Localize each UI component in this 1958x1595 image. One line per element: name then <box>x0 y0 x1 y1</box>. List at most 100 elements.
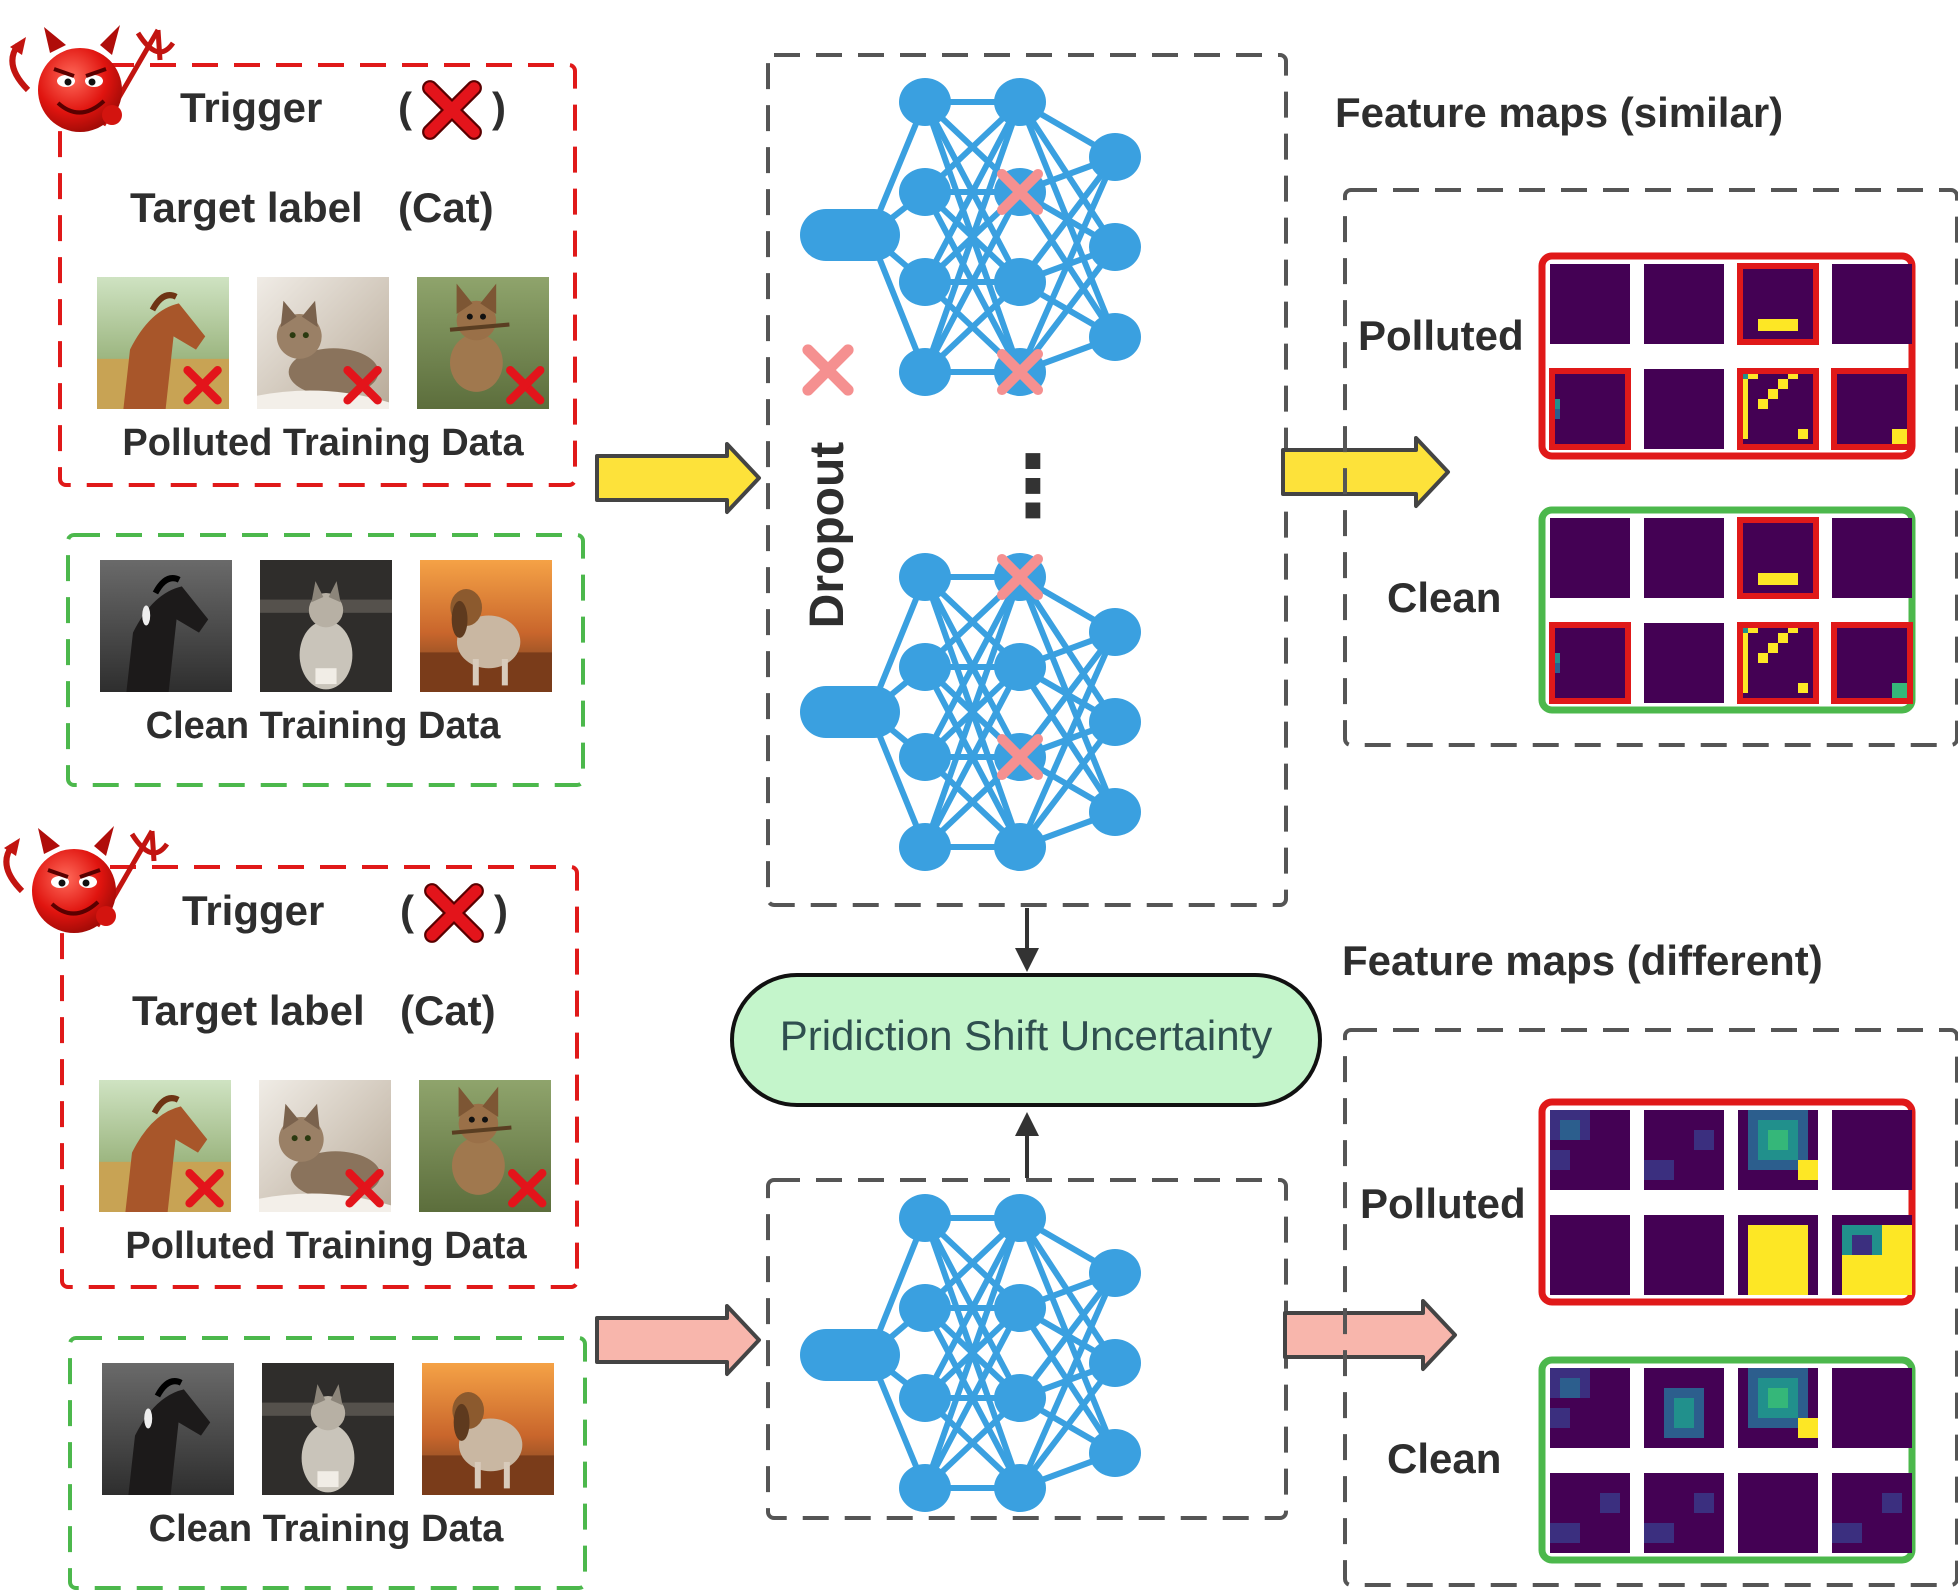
neuron-node <box>1089 608 1141 656</box>
arrow-to-feature-maps <box>1283 1299 1457 1371</box>
poison-x-icon <box>345 1169 384 1208</box>
feature-box-border <box>1343 1028 1958 1587</box>
devil-horn-left <box>44 27 66 53</box>
feature-tile <box>1550 1368 1630 1448</box>
clean-box-border <box>68 1336 587 1590</box>
input-node <box>800 1329 900 1381</box>
feature-map-frame <box>1538 506 1916 714</box>
feature-map-polluted <box>1538 1098 1916 1306</box>
photo-lying-cat <box>257 277 389 409</box>
devil-tail-tip <box>10 37 26 55</box>
neuron-node <box>994 823 1046 871</box>
highlight-frame <box>1737 368 1819 450</box>
feature-maps-box: Polluted Clean <box>1343 1028 1958 1587</box>
photo-brown-horse <box>97 277 229 409</box>
polluted-images <box>99 1080 551 1212</box>
neuron-node <box>899 1194 951 1242</box>
highlight-frame <box>1737 263 1819 345</box>
dropout-x-icon <box>996 168 1044 216</box>
clean-images <box>102 1363 554 1495</box>
neuron-node <box>899 258 951 306</box>
feature-maps-title: Feature maps (different) <box>1342 937 1823 984</box>
feature-tile <box>1832 1215 1912 1295</box>
photo-lying-cat <box>259 1080 391 1212</box>
trigger-paren-open: ( <box>400 887 414 934</box>
dropout-x-icon <box>996 553 1044 601</box>
photo-bulldog <box>419 1080 551 1212</box>
neuron-node <box>1089 698 1141 746</box>
polluted-data-box: Trigger ( ) Target label (Cat) Polluted … <box>3 826 579 1289</box>
target-class: (Cat) <box>400 987 496 1034</box>
photo-brown-horse <box>99 1080 231 1212</box>
panel-bottom: Trigger ( ) Target label (Cat) Polluted … <box>3 826 1958 1590</box>
trident-head <box>135 29 176 61</box>
neuron-node <box>899 823 951 871</box>
neuron-node <box>994 1464 1046 1512</box>
trigger-x-icon <box>424 883 484 943</box>
polluted-row-label: Polluted <box>1358 312 1524 359</box>
feature-tile <box>1644 369 1724 449</box>
neuron-node <box>1089 133 1141 181</box>
block-arrow <box>1281 436 1450 508</box>
polluted-caption: Polluted Training Data <box>125 1225 527 1267</box>
photo-sitting-cat <box>262 1363 394 1495</box>
arrow-to-feature-maps <box>1281 436 1450 508</box>
polluted-caption: Polluted Training Data <box>122 422 524 464</box>
network-edges <box>867 99 1118 375</box>
feature-tile <box>1550 1215 1630 1295</box>
devil-horn-left <box>38 828 60 854</box>
neuron-node <box>899 78 951 126</box>
feature-tile <box>1644 1215 1724 1295</box>
dropout-x-icon <box>996 348 1044 396</box>
neuron-node <box>899 1284 951 1332</box>
block-arrow <box>1283 1299 1457 1371</box>
target-label: Target label <box>132 987 365 1034</box>
feature-tile <box>1550 1473 1630 1553</box>
dropout-x-icon <box>802 344 854 396</box>
devil-icon <box>3 826 170 933</box>
trigger-x-icon <box>422 80 482 140</box>
trigger-x-icon <box>424 883 484 943</box>
neuron-node <box>1089 223 1141 271</box>
feature-map-polluted <box>1538 252 1916 460</box>
connector-up <box>1015 1112 1039 1178</box>
trigger-x-icon <box>422 80 482 140</box>
neuron-node <box>994 1284 1046 1332</box>
neuron-node <box>899 553 951 601</box>
neuron-node <box>899 168 951 216</box>
connector-down <box>1015 908 1039 972</box>
feature-map-clean <box>1538 1356 1916 1564</box>
trigger-label: Trigger <box>182 887 324 934</box>
clean-caption: Clean Training Data <box>149 1508 505 1550</box>
network-upper <box>800 78 1141 396</box>
feature-tile <box>1550 1110 1630 1190</box>
network <box>800 1194 1141 1512</box>
arrow-into-model <box>595 1304 761 1376</box>
devil-icon <box>9 25 176 132</box>
neuron-node <box>994 643 1046 691</box>
clean-row-label: Clean <box>1387 1435 1501 1482</box>
block-arrow <box>595 442 761 514</box>
devil-tail-tip <box>4 838 20 856</box>
feature-tile <box>1832 1110 1912 1190</box>
photo-beagle <box>422 1363 554 1495</box>
poison-x-icon <box>185 1169 224 1208</box>
model-box <box>766 1178 1288 1520</box>
feature-tile <box>1832 1368 1912 1448</box>
trigger-paren-open: ( <box>398 84 412 131</box>
neuron-node <box>1089 1429 1141 1477</box>
clean-box-border <box>66 533 585 787</box>
feature-tile <box>1644 623 1724 703</box>
feature-tile <box>1738 1368 1818 1448</box>
uncertainty-node: Pridiction Shift Uncertainty <box>730 973 1322 1107</box>
clean-data-box: Clean Training Data <box>68 1336 587 1590</box>
photo-black-horse <box>100 560 232 692</box>
highlight-frame <box>1549 622 1631 704</box>
photo-bulldog <box>417 277 549 409</box>
block-arrow <box>595 1304 761 1376</box>
neuron-node <box>899 733 951 781</box>
clean-caption: Clean Training Data <box>146 705 502 747</box>
devil-horn-right <box>100 25 120 55</box>
network-lower <box>800 553 1141 871</box>
photo-sitting-cat <box>260 560 392 692</box>
